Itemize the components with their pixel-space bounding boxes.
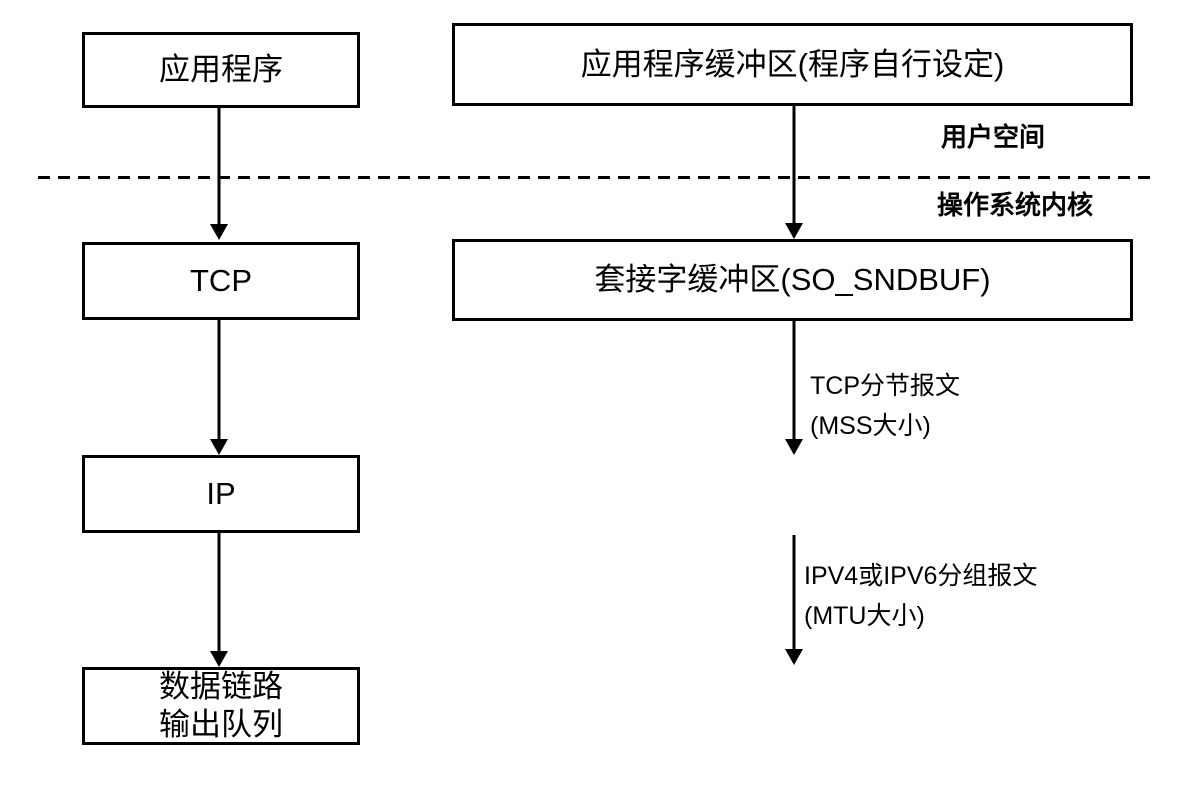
kernel-label: 操作系统内核: [937, 190, 1094, 220]
tcp-segment-label-line2: (MSS大小): [810, 412, 931, 440]
box-datalink-label-line1: 数据链路: [159, 669, 283, 704]
tcp-segment-label-line1: TCP分节报文: [810, 372, 961, 400]
arrow-tcp-to-ip: [210, 320, 228, 455]
arrowhead-icon: [210, 439, 228, 455]
user-kernel-boundary-dashed-line: [38, 176, 1158, 179]
arrow-shaft: [792, 106, 796, 226]
box-ip: IP: [82, 455, 360, 533]
arrow-shaft: [217, 108, 221, 227]
arrow-shaft: [217, 533, 221, 654]
box-application: 应用程序: [82, 32, 360, 108]
box-application-label: 应用程序: [159, 52, 283, 87]
arrow-shaft: [792, 320, 796, 442]
ip-packet-label-line1: IPV4或IPV6分组报文: [804, 562, 1038, 590]
ip-packet-label-line2: (MTU大小): [804, 602, 925, 630]
arrow-ip-packet-out: [785, 535, 803, 665]
tcp-segment-label: TCP分节报文 (MSS大小): [810, 366, 960, 446]
arrow-appbuffer-to-socketbuffer: [785, 106, 803, 239]
box-tcp-label: TCP: [190, 263, 252, 298]
arrowhead-icon: [210, 651, 228, 667]
box-tcp: TCP: [82, 242, 360, 320]
arrowhead-icon: [785, 439, 803, 455]
box-datalink-label-line2: 输出队列: [159, 707, 283, 742]
box-application-buffer-label: 应用程序缓冲区(程序自行设定): [580, 46, 1005, 82]
arrowhead-icon: [210, 224, 228, 240]
box-socket-buffer-label: 套接字缓冲区(SO_SNDBUF): [594, 262, 991, 297]
arrow-shaft: [217, 320, 221, 442]
ip-packet-label: IPV4或IPV6分组报文 (MTU大小): [804, 556, 1037, 636]
box-application-buffer: 应用程序缓冲区(程序自行设定): [452, 23, 1133, 106]
arrowhead-icon: [785, 223, 803, 239]
arrow-ip-to-datalink: [210, 533, 228, 667]
arrow-shaft: [792, 535, 796, 652]
box-socket-buffer: 套接字缓冲区(SO_SNDBUF): [452, 239, 1133, 321]
user-space-label: 用户空间: [941, 122, 1046, 152]
box-datalink-output-queue: 数据链路 输出队列: [82, 667, 360, 745]
arrowhead-icon: [785, 649, 803, 665]
box-ip-label: IP: [206, 476, 236, 511]
arrow-tcp-segment-out: [785, 320, 803, 455]
arrow-application-to-tcp: [210, 108, 228, 240]
